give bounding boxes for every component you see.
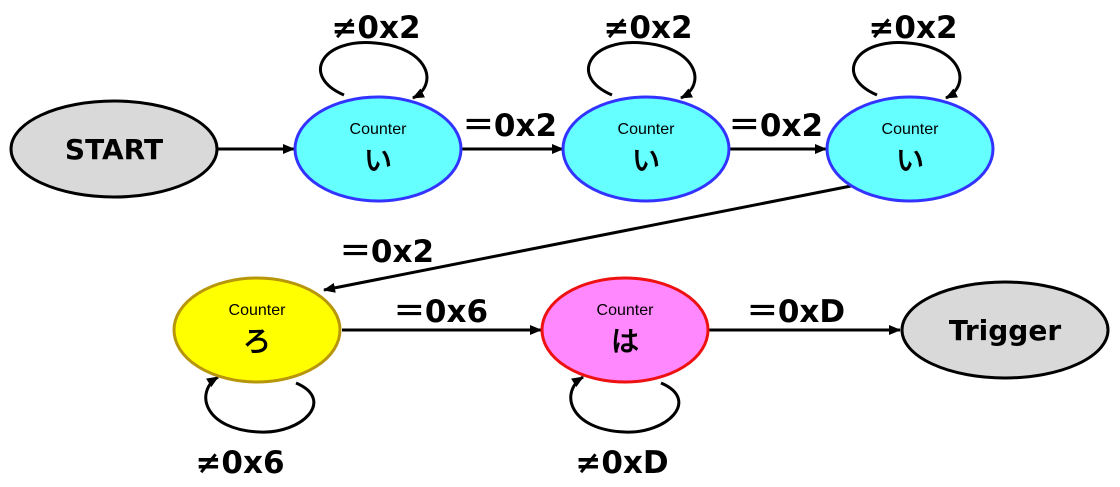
- self-loop-counter-i-2: [587, 41, 697, 100]
- edge-label-i2-to-i3: ＝0x2: [729, 108, 823, 144]
- node-trigger-shape: [900, 280, 1110, 380]
- edge-label-ha-to-trigger: ＝0xD: [747, 294, 845, 330]
- node-counter-i-3: Counter い: [825, 95, 995, 203]
- node-counter-ro: Counter ろ: [172, 276, 342, 384]
- node-start-shape: [9, 99, 219, 199]
- self-loop-label-ha: ≠0xD: [575, 445, 668, 481]
- self-loop-label-i1: ≠0x2: [331, 10, 420, 46]
- node-counter-i-1-caption: Counter: [350, 121, 408, 138]
- node-trigger-label: Trigger: [949, 314, 1062, 347]
- node-counter-i-1: Counter い: [293, 95, 463, 203]
- self-loop-label-i2: ≠0x2: [603, 10, 692, 46]
- self-loop-label-ro: ≠0x6: [195, 445, 284, 481]
- node-counter-i-2-caption: Counter: [618, 121, 676, 138]
- self-loop-counter-i-3: [852, 41, 962, 100]
- edge-label-ro-to-ha: ＝0x6: [394, 294, 488, 330]
- node-counter-ha-name: は: [611, 325, 639, 358]
- self-loop-counter-i-1: [319, 41, 429, 100]
- edge-label-i1-to-i2: ＝0x2: [463, 108, 557, 144]
- node-counter-i-2-shape: [561, 95, 731, 203]
- self-loop-label-i3: ≠0x2: [868, 10, 957, 46]
- node-counter-i-3-caption: Counter: [882, 121, 940, 138]
- node-counter-i-1-name: い: [364, 144, 392, 177]
- node-counter-i-3-shape: [825, 95, 995, 203]
- node-counter-i-2-name: い: [632, 144, 660, 177]
- node-counter-ha: Counter は: [540, 276, 710, 384]
- node-counter-ro-shape: [172, 276, 342, 384]
- self-loop-counter-ro: [204, 375, 316, 434]
- self-loop-counter-ha: [569, 375, 681, 434]
- node-counter-ha-shape: [540, 276, 710, 384]
- node-counter-i-3-name: い: [896, 144, 924, 177]
- node-trigger: Trigger: [900, 280, 1110, 380]
- node-counter-i-1-shape: [293, 95, 463, 203]
- edge-label-i3-to-ro: ＝0x2: [340, 234, 434, 270]
- node-counter-ro-name: ろ: [243, 325, 271, 358]
- node-counter-ha-caption: Counter: [597, 302, 655, 319]
- node-start: START: [9, 99, 219, 199]
- node-counter-ro-caption: Counter: [229, 302, 287, 319]
- edge-counter-i-3-to-counter-ro: [323, 184, 852, 293]
- node-counter-i-2: Counter い: [561, 95, 731, 203]
- node-start-label: START: [65, 133, 163, 166]
